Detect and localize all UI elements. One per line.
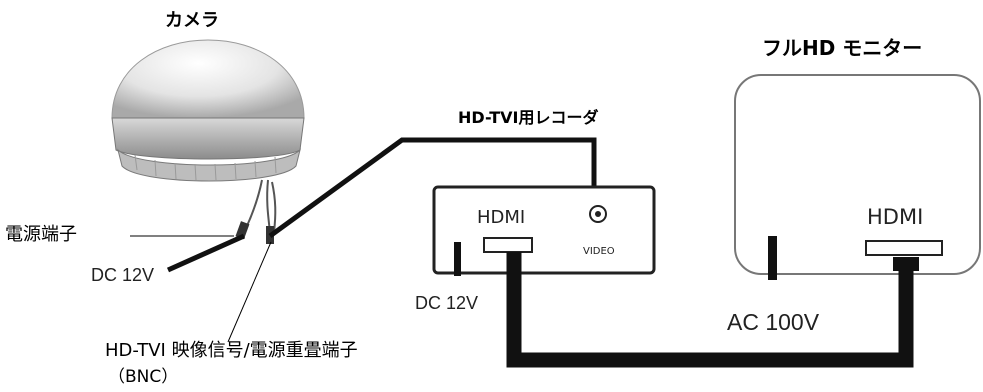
camera-title: カメラ: [165, 10, 219, 31]
power-terminal-label: 電源端子: [5, 224, 77, 245]
monitor-ac-label: AC 100V: [727, 309, 820, 335]
video-port-inner: [595, 211, 601, 217]
recorder-hdmi-label: HDMI: [477, 207, 526, 228]
video-cable: [268, 137, 597, 239]
monitor-title: フルHD モニター: [762, 36, 923, 60]
tvi-terminal-leader: [227, 241, 272, 343]
camera-graphic: [111, 39, 305, 182]
recorder-dc-label: DC 12V: [415, 293, 479, 313]
recorder-box: [432, 185, 656, 275]
recorder-dc-plug: [454, 242, 461, 276]
monitor-hdmi-label: HDMI: [867, 205, 924, 229]
camera-dc-label: DC 12V: [91, 265, 155, 285]
monitor-hdmi-plug: [893, 257, 919, 271]
camera-dc-cable: [166, 233, 246, 273]
recorder-hdmi-port: [483, 237, 533, 253]
recorder-title: HD-TVI用レコーダ: [458, 108, 599, 127]
hdmi-cable: [506, 252, 914, 368]
monitor-ac-plug: [768, 236, 777, 280]
camera-dome: [111, 39, 305, 119]
camera-dc-connector: [235, 221, 250, 240]
camera-pigtail-cables: [245, 179, 277, 233]
recorder-video-label: VIDEO: [583, 246, 615, 257]
camera-base: [117, 148, 301, 182]
camera-ring: [111, 117, 305, 160]
tvi-terminal-label: HD-TVI 映像信号/電源重畳端子: [105, 340, 358, 361]
bnc-label: （BNC）: [108, 367, 179, 387]
monitor-hdmi-port: [865, 240, 943, 256]
camera-base-ridges: [134, 154, 277, 181]
monitor-frame: [734, 74, 981, 275]
